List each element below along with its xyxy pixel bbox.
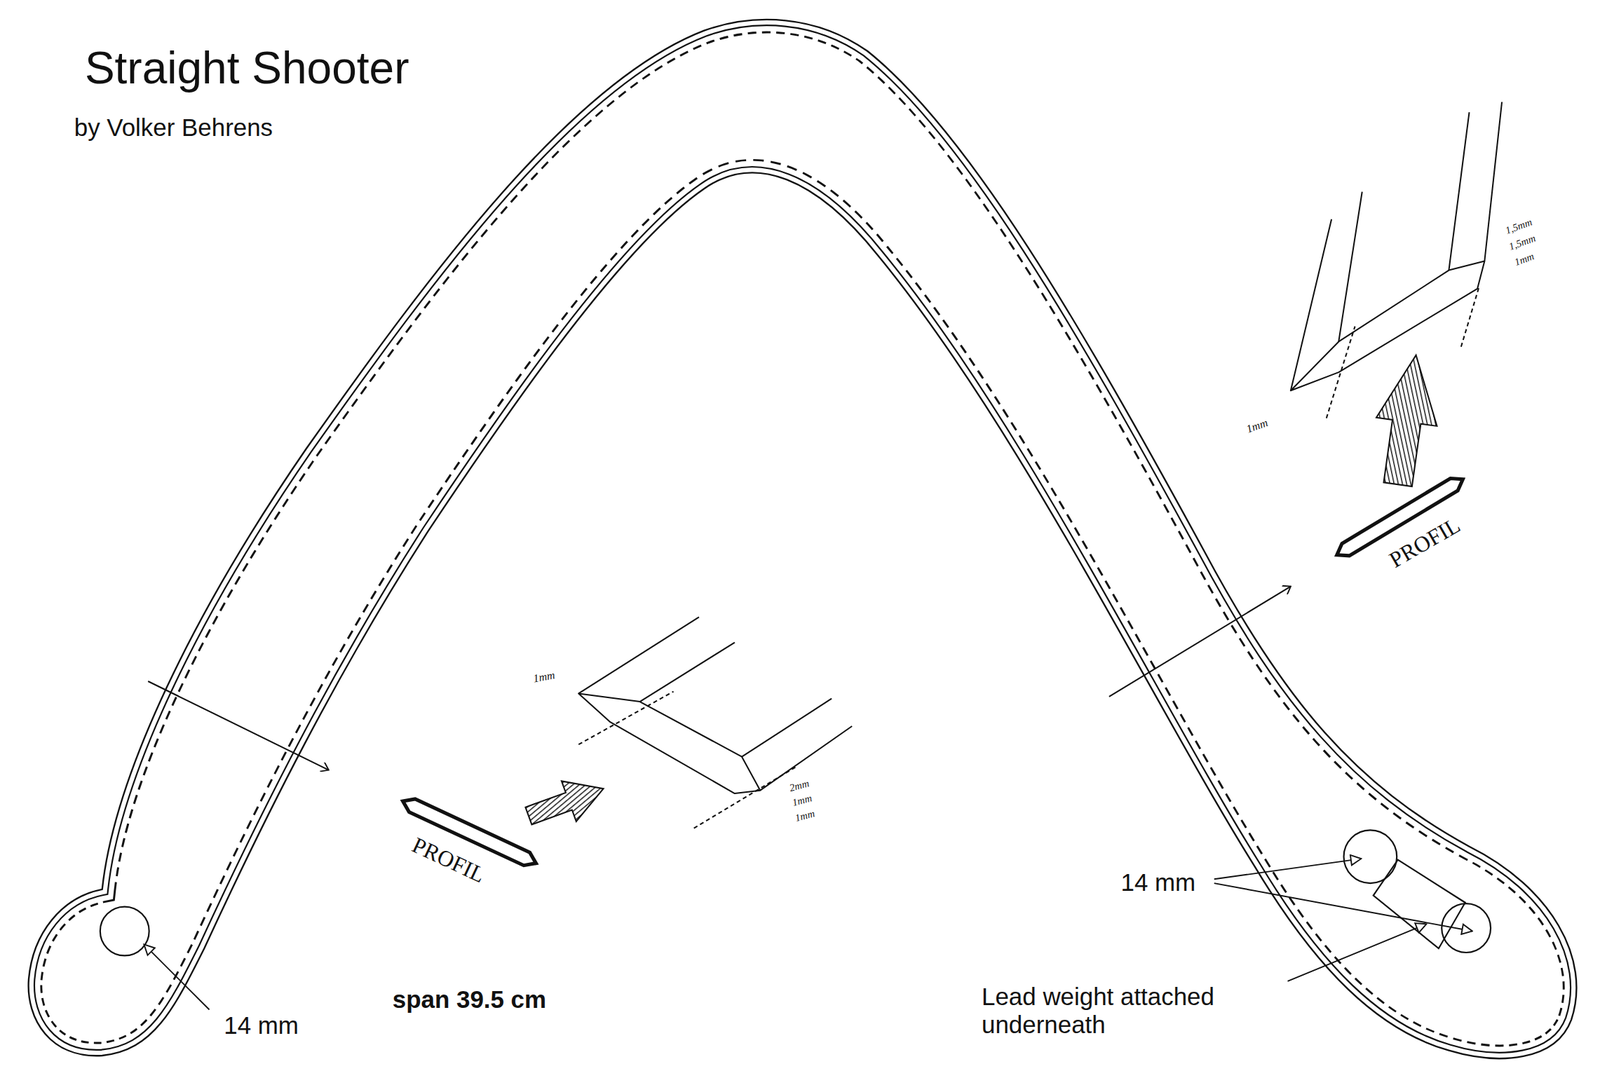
- dimension: 1mm: [1511, 249, 1537, 269]
- dimension: 1mm: [789, 792, 815, 810]
- dimension: 2mm: [786, 776, 812, 795]
- dimension: 1mm: [1243, 416, 1271, 437]
- author-credit: by Volker Behrens: [74, 113, 273, 142]
- weight-note: Lead weight attached underneath: [980, 982, 1290, 1040]
- title: Straight Shooter: [84, 42, 410, 95]
- hole-diameter: 14 mm: [222, 1011, 301, 1040]
- dimension: 1mm: [792, 807, 819, 826]
- span-note: span 39.5 cm: [392, 985, 547, 1014]
- dimension: 1mm: [530, 668, 558, 686]
- hole-diameter: 14 mm: [1119, 868, 1197, 897]
